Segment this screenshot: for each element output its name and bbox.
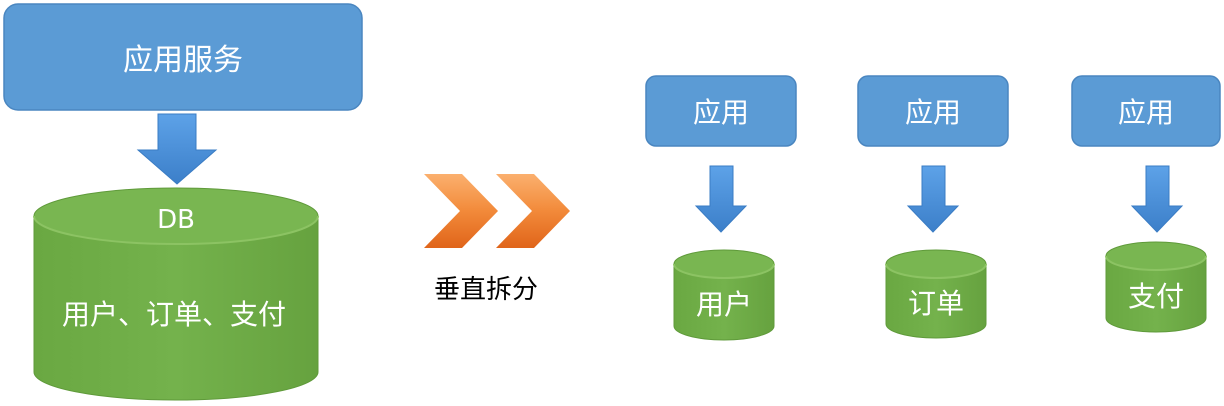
- db-cylinder-icon: [885, 249, 987, 339]
- app-label: 应用: [905, 96, 961, 129]
- db-cylinder-icon: [1105, 241, 1207, 333]
- down-arrow-icon: [1130, 165, 1184, 233]
- db-label: 用户: [696, 288, 752, 321]
- app-label: 应用: [1118, 96, 1174, 129]
- db-label: 订单: [908, 287, 964, 320]
- db-cylinder-icon: [33, 187, 319, 401]
- app-box: [1071, 75, 1221, 147]
- app-box: [645, 75, 797, 147]
- app-label: 应用: [693, 96, 749, 129]
- db-title: DB: [157, 205, 195, 235]
- db-label: 支付: [1128, 280, 1184, 313]
- service-label: 应用服务: [123, 43, 243, 78]
- app-box: [857, 75, 1009, 147]
- down-arrow-icon: [906, 165, 960, 233]
- transform-group: 垂直拆分: [424, 174, 570, 305]
- down-arrow-icon: [136, 113, 218, 185]
- service-column-orders: 应用 订单: [857, 75, 1009, 339]
- monolith-group: 应用服务 DB 用户、订单、支付: [3, 3, 363, 401]
- service-box: [3, 3, 363, 111]
- chevron-right-icon: [496, 174, 570, 248]
- db-contents: 用户、订单、支付: [62, 298, 286, 331]
- service-column-payments: 应用 支付: [1071, 75, 1221, 333]
- service-column-users: 应用 用户: [645, 75, 797, 341]
- chevron-right-icon: [424, 174, 498, 248]
- down-arrow-icon: [694, 165, 748, 233]
- split-label: 垂直拆分: [434, 275, 538, 305]
- db-cylinder-icon: [673, 249, 775, 341]
